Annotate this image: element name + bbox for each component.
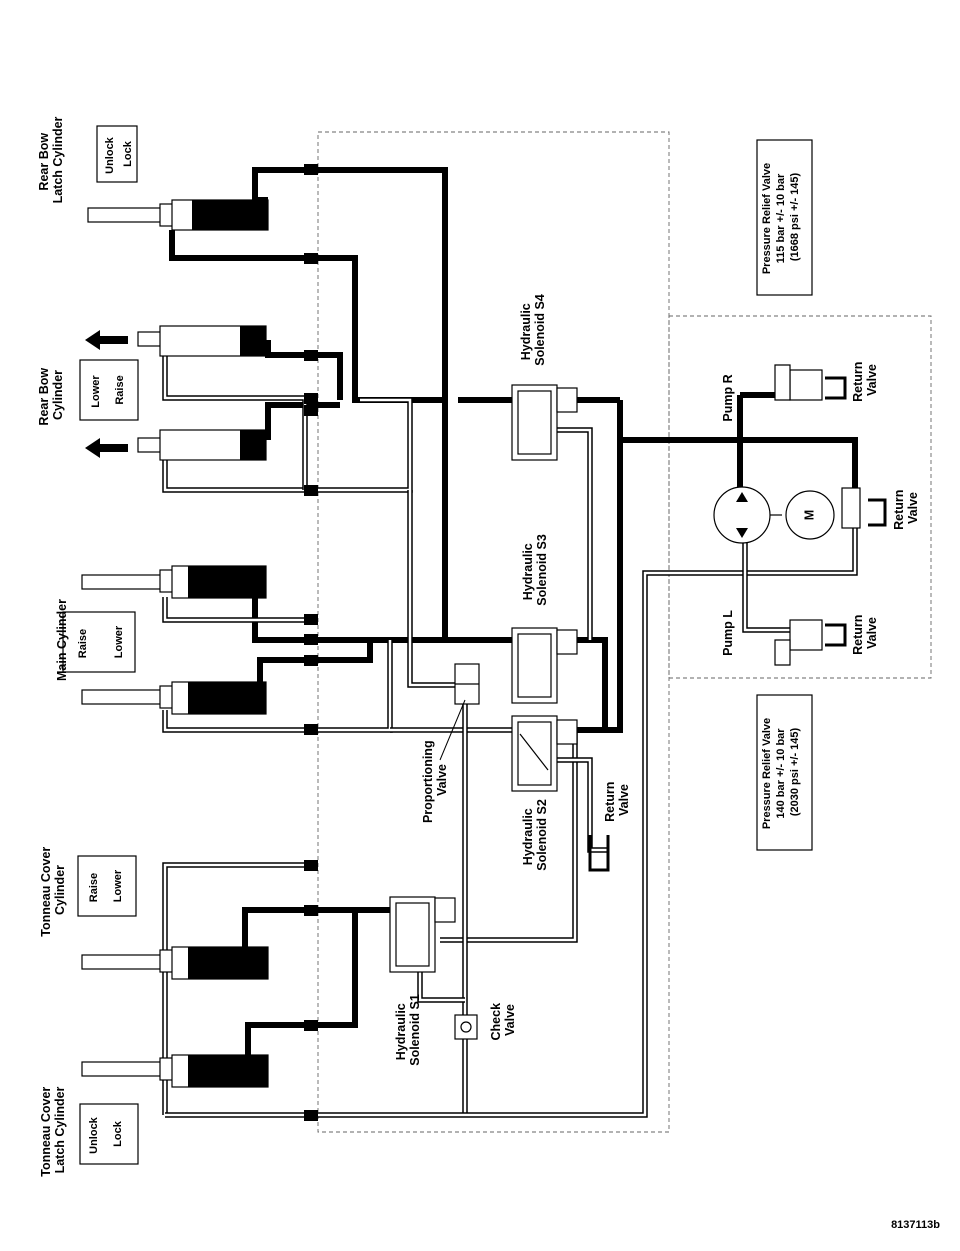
pump-r-label: Pump R xyxy=(721,374,735,421)
prv-upper-text: Pressure Relief Valve 115 bar +/- 10 bar… xyxy=(761,160,801,274)
check-valve-label: Check Valve xyxy=(489,999,517,1040)
solenoid-s2 xyxy=(511,715,578,792)
solenoid-s2-label: Hydraulic Solenoid S2 xyxy=(521,799,549,871)
tonneau-latch-direction-box xyxy=(79,1103,139,1165)
rear-bow-latch-dir: Unlock Lock xyxy=(104,134,134,174)
main-cylinder-lower xyxy=(81,681,267,715)
prv-lower-text: Pressure Relief Valve 140 bar +/- 10 bar… xyxy=(761,715,801,829)
pump xyxy=(713,486,782,544)
relief-valve-r xyxy=(774,364,861,529)
control-housing-outline xyxy=(317,131,670,1133)
solenoid-s4 xyxy=(511,384,578,461)
pressure-relief-box-upper xyxy=(756,139,813,296)
bulkhead-fittings xyxy=(304,164,318,1121)
rear-bow-direction-box xyxy=(79,359,139,421)
solenoid-s3-label: Hydraulic Solenoid S3 xyxy=(521,534,549,606)
solenoid-s1 xyxy=(389,896,456,973)
tonneau-dir: Raise Lower xyxy=(88,869,124,902)
main-cylinder-title: Main Cylinder xyxy=(55,599,69,681)
rear-bow-latch-title: Rear Bow Latch Cylinder xyxy=(37,116,65,203)
main-dir: Raise Lower xyxy=(77,625,125,658)
rear-bow-dir: Lower Raise xyxy=(90,372,126,407)
tonneau-direction-box xyxy=(77,855,137,917)
return-valve-label-s2: Return Valve xyxy=(603,778,631,822)
raise-arrow-icon xyxy=(85,438,128,458)
return-lines xyxy=(162,335,858,1118)
solenoid-s1-label: Hydraulic Solenoid S1 xyxy=(394,994,422,1066)
proportioning-valve xyxy=(454,663,480,705)
pump-housing-outline xyxy=(668,315,932,679)
check-valve xyxy=(454,1014,478,1040)
return-valve-symbols xyxy=(588,376,887,872)
rear-bow-cylinder-lower xyxy=(137,429,267,461)
proportioning-valve-label: Proportioning Valve xyxy=(421,737,449,823)
solenoid-s4-label: Hydraulic Solenoid S4 xyxy=(519,294,547,366)
return-valve-label-r: Return Valve xyxy=(851,358,879,402)
tonneau-cover-cylinder xyxy=(81,946,269,980)
figure-id: 8137113b xyxy=(891,1219,940,1231)
return-valve-label-m: Return Valve xyxy=(892,486,920,530)
return-valve-label-l: Return Valve xyxy=(851,611,879,655)
rear-bow-latch-cylinder xyxy=(87,199,269,231)
motor-label: M xyxy=(802,510,816,520)
tonneau-latch-cylinder xyxy=(81,1054,269,1088)
rear-bow-cylinder-upper xyxy=(137,325,267,357)
motor xyxy=(785,490,835,540)
rear-bow-latch-direction-box xyxy=(96,125,138,183)
main-direction-box xyxy=(62,611,136,673)
solenoid-s3 xyxy=(511,627,578,704)
tonneau-latch-title: Tonneau Cover Latch Cylinder xyxy=(39,1083,67,1177)
relief-valve-l xyxy=(774,619,823,666)
tonneau-cover-title: Tonneau Cover Cylinder xyxy=(39,843,67,937)
pump-l-label: Pump L xyxy=(721,610,735,656)
raise-arrow-icon xyxy=(85,330,128,350)
tonneau-latch-dir: Unlock Lock xyxy=(88,1114,124,1154)
pressure-relief-box-lower xyxy=(756,694,813,851)
proportioning-valve-leader xyxy=(439,699,466,761)
main-cylinder-upper xyxy=(81,565,267,599)
rear-bow-title: Rear Bow Cylinder xyxy=(37,364,65,425)
